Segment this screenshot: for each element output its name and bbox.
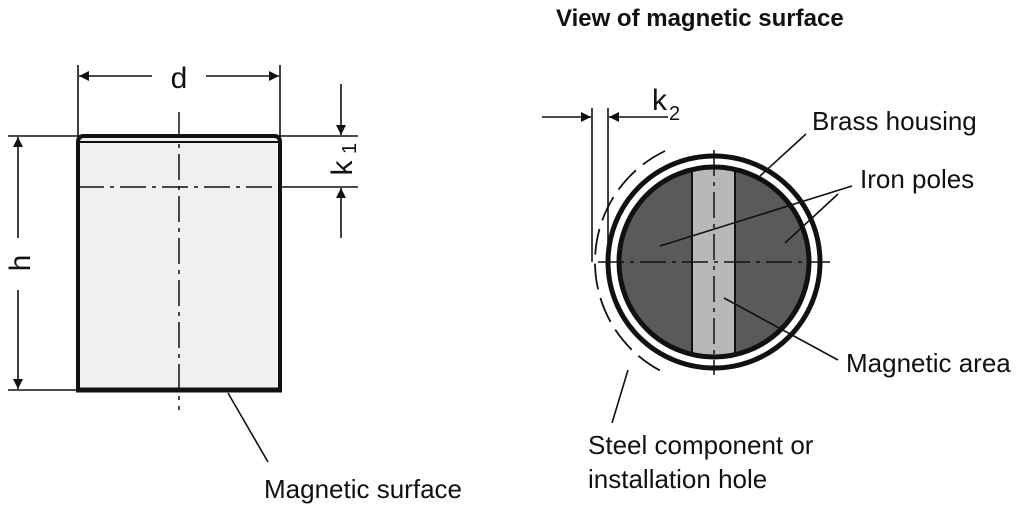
steel-component-leader: [611, 369, 629, 424]
k1-subscript: 1: [339, 143, 361, 154]
brass-housing-leader: [759, 133, 807, 177]
k1-dimension-label: k 1: [326, 143, 361, 176]
face-view: View of magnetic surface k 2 Brass housi…: [542, 5, 1011, 494]
view-title: View of magnetic surface: [556, 5, 844, 32]
k1-letter: k: [326, 160, 359, 176]
k2-subscript: 2: [669, 103, 680, 125]
iron-poles-label: Iron poles: [860, 164, 974, 194]
iron-poles-leader-right: [784, 193, 839, 244]
magnetic-area-leader: [723, 297, 839, 361]
h-dimension-label: h: [4, 255, 37, 272]
brass-housing-label: Brass housing: [812, 106, 977, 136]
side-view: d h k 1 Magnetic surface: [4, 62, 462, 504]
magnetic-surface-label: Magnetic surface: [264, 474, 462, 504]
steel-component-arc: [594, 150, 666, 374]
steel-component-label-line1: Steel component or: [588, 430, 814, 460]
steel-component-label-line2: installation hole: [588, 464, 767, 494]
magnetic-area-label: Magnetic area: [846, 348, 1011, 378]
iron-poles-leader-left: [659, 185, 853, 247]
d-dimension-label: d: [171, 62, 188, 95]
k2-letter: k: [652, 84, 668, 117]
magnetic-surface-leader: [227, 392, 269, 463]
